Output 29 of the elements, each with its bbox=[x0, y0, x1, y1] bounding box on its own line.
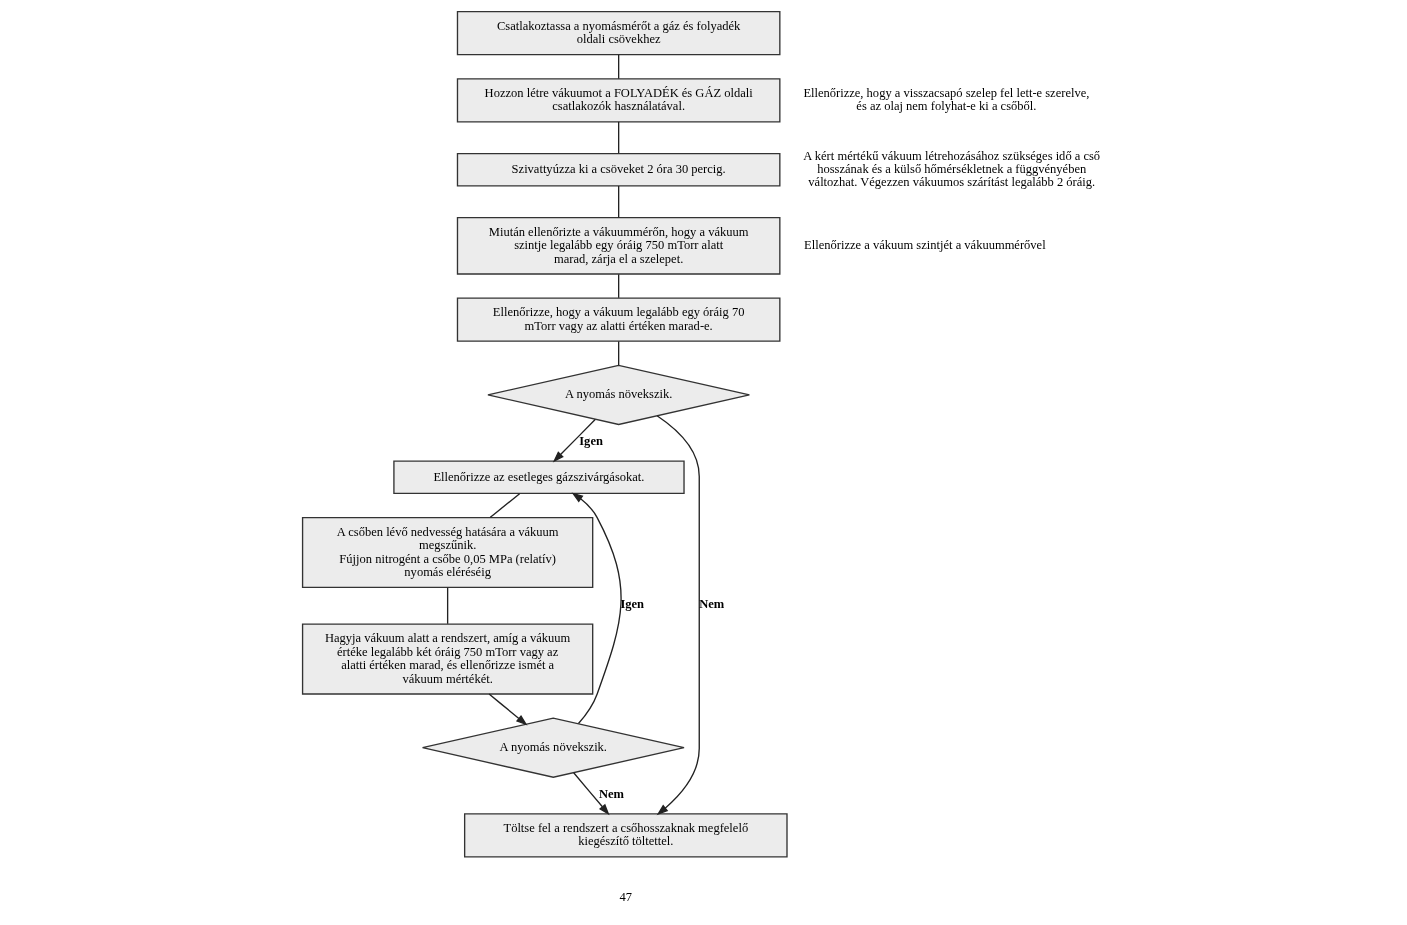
node-box: Töltse fel a rendszert a csőhosszaknak megfelelő kiegészítő töltettel. bbox=[463, 813, 788, 858]
node-label: Ellenőrizze, hogy a visszacsapó szelep fel lett-e szerelve, és az olaj nem folyhat-e ki a csőből. bbox=[803, 85, 1090, 114]
connector bbox=[618, 121, 620, 154]
node-box: A csőben lévő nedvesség hatására a vákuum megszűnik. Fújjon nitrogént a csőbe 0,05 MPa (relatív) nyomás eléréséig bbox=[301, 516, 594, 589]
connector bbox=[618, 54, 620, 80]
node-box: Hozzon létre vákuumot a FOLYADÉK és GÁZ oldali csatlakozók használatával. bbox=[456, 78, 781, 123]
node-box: Csatlakoztassa a nyomásmérőt a gáz és folyadék oldali csövekhez bbox=[456, 11, 781, 56]
edge-label: Igen bbox=[620, 597, 645, 612]
arrow bbox=[488, 693, 528, 726]
node-diamond: A nyomás növekszik. bbox=[487, 364, 751, 426]
connector bbox=[618, 185, 620, 219]
arrow bbox=[656, 415, 700, 816]
node-label: A kért mértékű vákuum létrehozásához szükséges idő a cső hosszának és a külső hőmérsékletnek a függvényében változhat. Végezzen vákuumos szárítást legalább 2 óráig. bbox=[803, 148, 1101, 190]
node-box: Miután ellenőrizte a vákuummérőn, hogy a vákuum szintje legalább egy óráig 750 mTorr alatt marad, zárja el a szelepet. bbox=[456, 216, 781, 275]
connector bbox=[446, 587, 449, 625]
connector bbox=[618, 273, 620, 299]
arrow bbox=[571, 492, 622, 725]
node-box: Ellenőrizze, hogy a vákuum legalább egy óráig 70 mTorr vagy az alatti értéken marad-e. bbox=[456, 297, 781, 342]
node-box: Szivattyúzza ki a csöveket 2 óra 30 percig. bbox=[456, 152, 781, 187]
connector bbox=[489, 493, 521, 518]
edge-label: Igen bbox=[579, 434, 603, 449]
arrow bbox=[573, 772, 610, 816]
edge-label: Nem bbox=[598, 787, 624, 802]
node-label: Ellenőrizze a vákuum szintjét a vákuummérővel bbox=[804, 238, 1046, 253]
arrow bbox=[552, 418, 596, 463]
node-box: Hagyja vákuum alatt a rendszert, amíg a vákuum értéke legalább két óráig 750 mTorr vagy az alatti értéken marad, és ellenőrizze ismét a vákuum mértékét. bbox=[301, 623, 594, 695]
label: 47 bbox=[619, 889, 633, 904]
connector bbox=[618, 340, 620, 366]
node-box: Ellenőrizze az esetleges gázszivárgásokat. bbox=[393, 460, 685, 495]
